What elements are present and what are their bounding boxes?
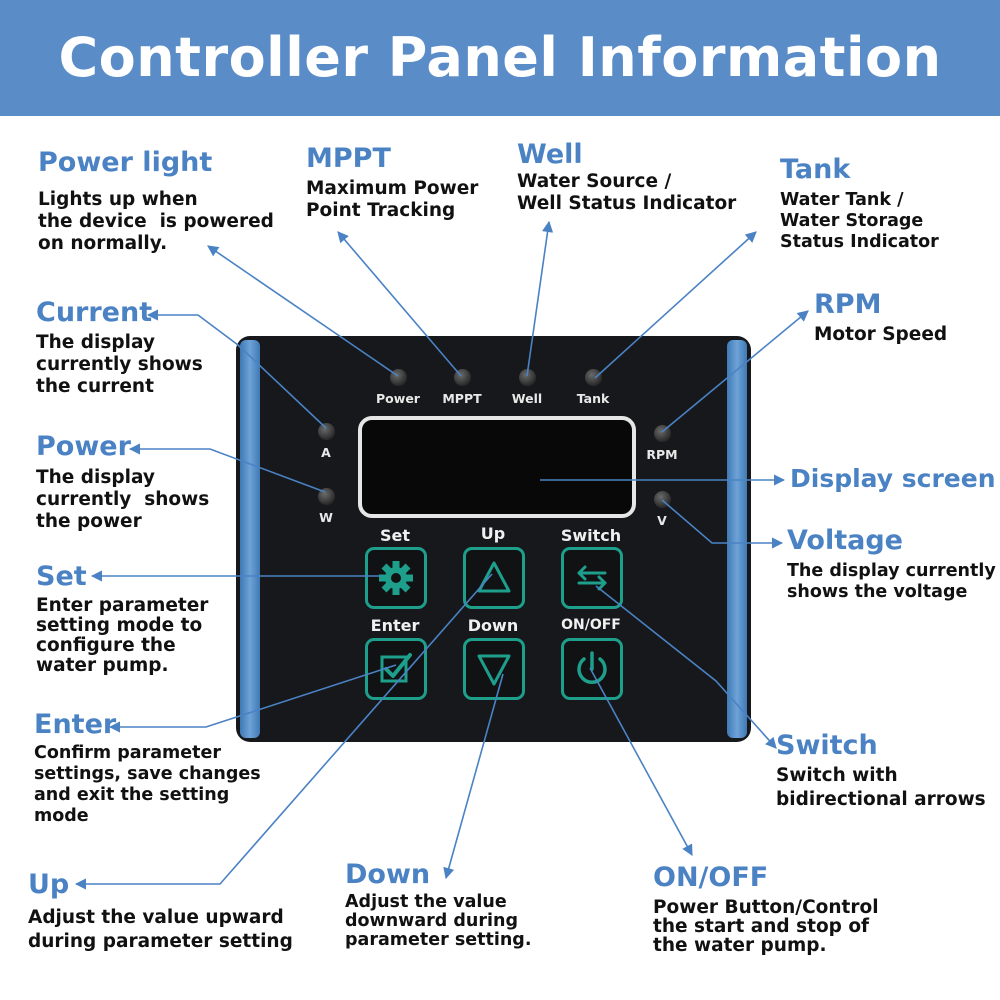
up-leader xyxy=(74,573,493,890)
power-leader xyxy=(128,443,326,493)
current-led-label: A xyxy=(321,445,331,460)
well-title: Well xyxy=(517,139,583,170)
rpm-leader xyxy=(661,310,809,433)
up-button[interactable] xyxy=(463,547,525,609)
up-key-label: Up xyxy=(480,524,506,543)
watt-led-label: W xyxy=(319,510,333,525)
voltage-led-label: V xyxy=(657,513,667,528)
tank-desc: Water Tank / Water Storage Status Indica… xyxy=(780,190,939,252)
right-rail xyxy=(727,340,747,738)
gear-icon xyxy=(379,561,413,595)
header-banner: Controller Panel Information xyxy=(0,0,1000,116)
tank-title: Tank xyxy=(780,154,851,185)
controller-panel: Power MPPT Well Tank A W RPM V Set xyxy=(236,336,751,742)
rpm-desc: Motor Speed xyxy=(814,324,948,345)
onoff-leader xyxy=(589,667,693,856)
rpm-led-label: RPM xyxy=(646,447,678,462)
display-screen-title: Display screen xyxy=(790,464,996,493)
bidirectional-arrows-icon xyxy=(577,565,607,591)
left-rail xyxy=(240,340,260,738)
set-key-label: Set xyxy=(379,526,411,545)
switch-leader xyxy=(595,585,777,749)
enter-key-label: Enter xyxy=(370,616,420,635)
tank-led xyxy=(585,369,602,386)
mppt-desc: Maximum Power Point Tracking xyxy=(306,178,479,221)
switch-desc: Switch with bidirectional arrows xyxy=(776,765,986,810)
power-title: Power xyxy=(36,431,131,462)
power-led-label: Power xyxy=(376,391,420,406)
enter-title: Enter xyxy=(34,709,117,740)
mppt-title: MPPT xyxy=(306,143,391,174)
onoff-key-label: ON/OFF xyxy=(561,617,621,633)
set-button[interactable] xyxy=(365,547,427,609)
power-light-leader xyxy=(207,245,399,377)
set-title: Set xyxy=(36,561,87,592)
down-title: Down xyxy=(345,859,431,890)
current-title: Current xyxy=(36,297,153,328)
rpm-led xyxy=(654,425,671,442)
tank-leader xyxy=(594,231,757,379)
enter-leader xyxy=(108,664,397,733)
well-led xyxy=(519,369,536,386)
enter-button[interactable] xyxy=(365,638,427,700)
triangle-down-icon xyxy=(477,654,511,686)
down-leader xyxy=(443,673,504,880)
power-light-desc: Lights up when the device is powered on … xyxy=(38,189,274,254)
up-desc: Adjust the value upward during parameter… xyxy=(28,907,293,952)
voltage-leader xyxy=(661,499,784,549)
voltage-title: Voltage xyxy=(787,525,903,556)
down-button[interactable] xyxy=(463,638,525,700)
voltage-desc: The display currently shows the voltage xyxy=(787,561,996,602)
triangle-up-icon xyxy=(477,561,511,593)
switch-key-label: Switch xyxy=(560,526,622,545)
power-icon xyxy=(577,651,607,684)
mppt-leader xyxy=(337,231,462,377)
display-screen xyxy=(358,416,636,518)
onoff-button[interactable] xyxy=(561,638,623,700)
watt-led xyxy=(318,488,335,505)
well-leader xyxy=(526,220,554,377)
set-desc: Enter parameter setting mode to configur… xyxy=(36,595,209,676)
rpm-title: RPM xyxy=(814,289,882,320)
current-desc: The display currently shows the current xyxy=(36,332,203,397)
well-desc: Water Source / Well Status Indicator xyxy=(517,171,737,214)
switch-title: Switch xyxy=(776,730,878,761)
up-title: Up xyxy=(28,869,70,900)
power-light-title: Power light xyxy=(38,147,213,178)
power-desc: The display currently shows the power xyxy=(36,467,210,532)
onoff-title: ON/OFF xyxy=(653,862,769,893)
current-led xyxy=(318,423,335,440)
down-desc: Adjust the value downward during paramet… xyxy=(345,892,532,950)
enter-desc: Confirm parameter settings, save changes… xyxy=(34,743,261,826)
down-key-label: Down xyxy=(467,616,519,635)
current-leader xyxy=(146,309,327,429)
page-title: Controller Panel Information xyxy=(58,26,942,89)
tank-led-label: Tank xyxy=(576,391,610,406)
well-led-label: Well xyxy=(511,391,543,406)
mppt-led-label: MPPT xyxy=(442,391,482,406)
onoff-desc: Power Button/Control the start and stop … xyxy=(653,897,879,956)
